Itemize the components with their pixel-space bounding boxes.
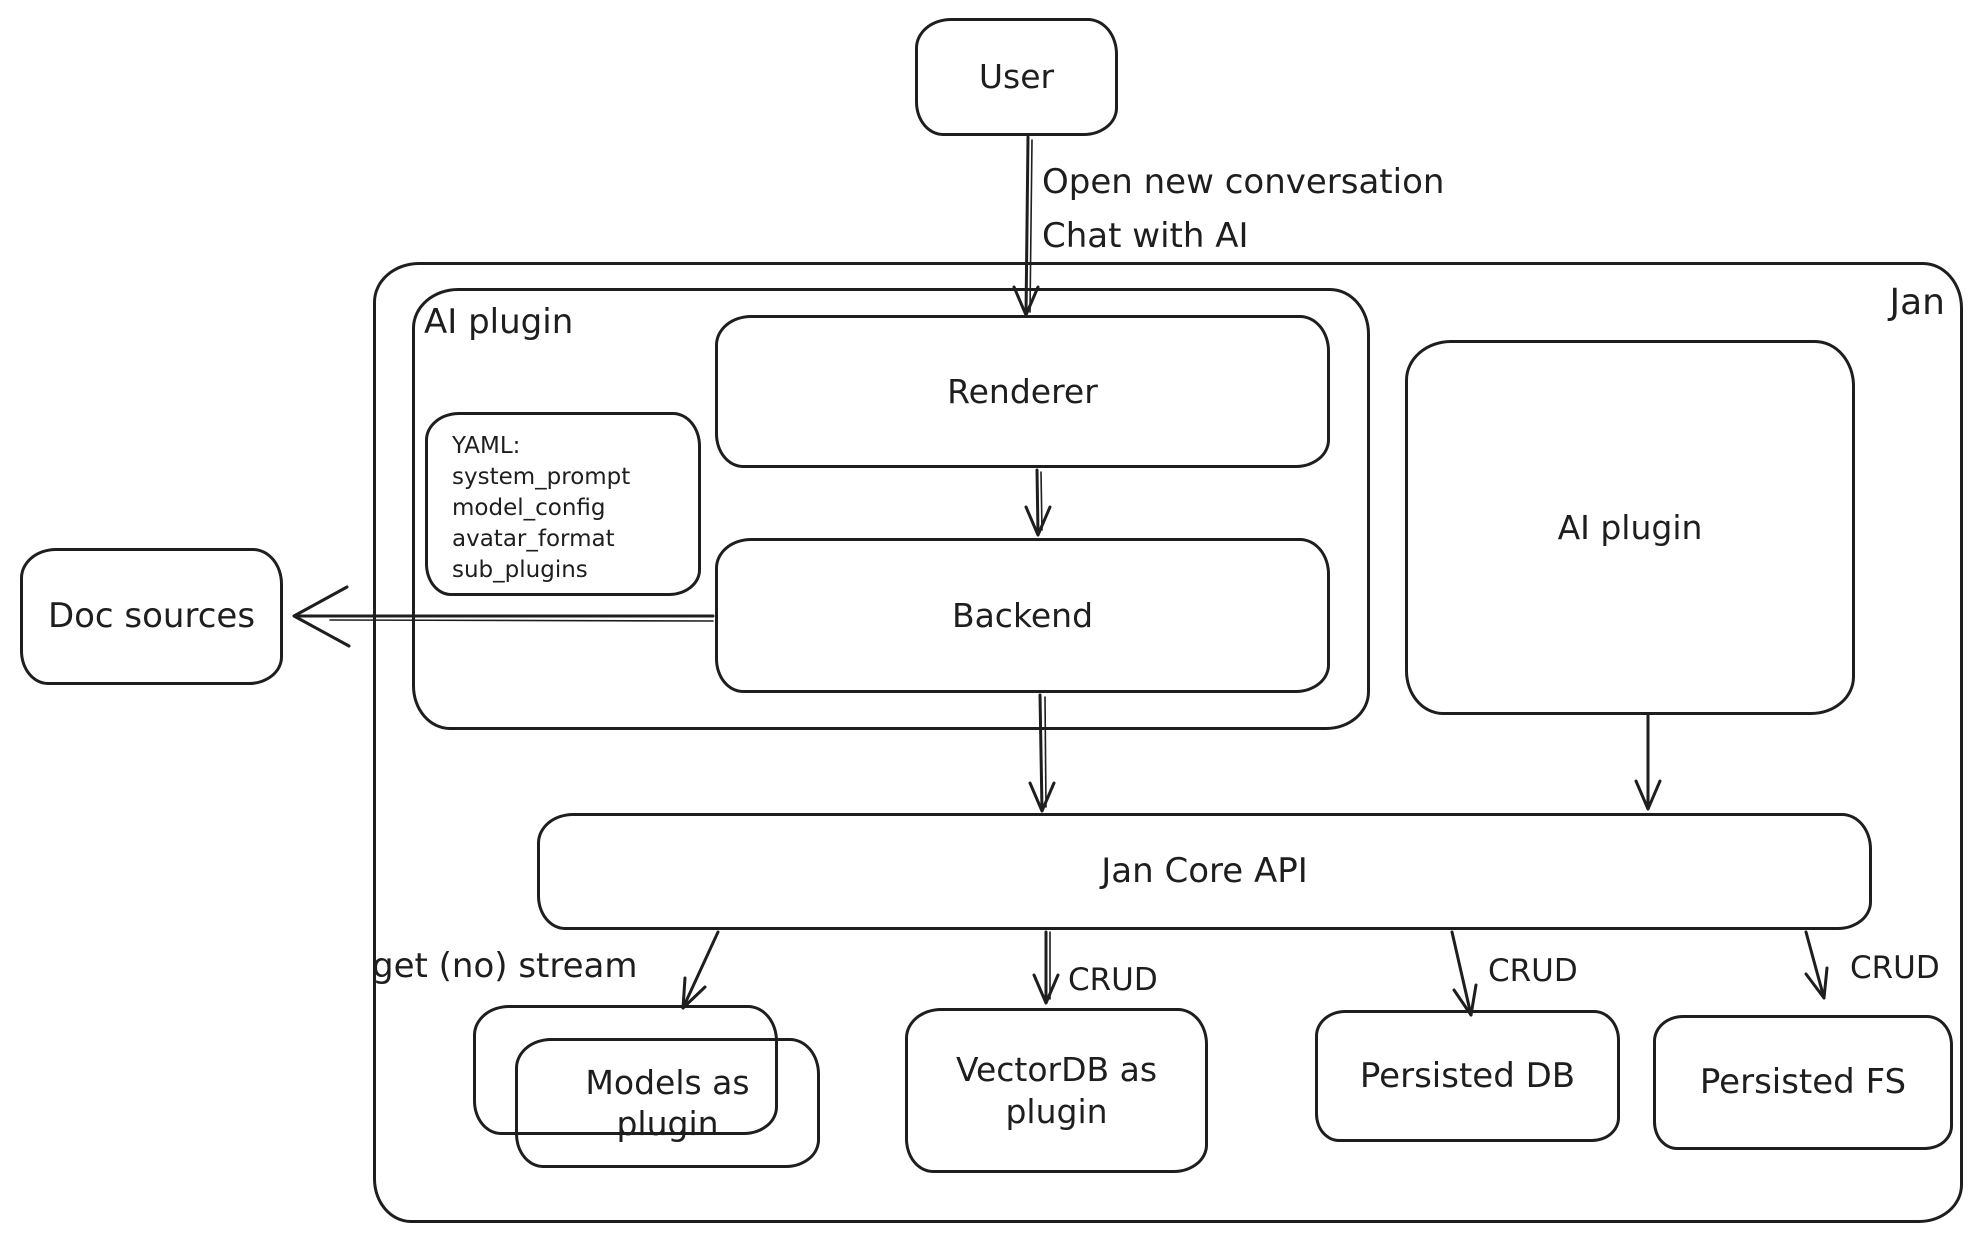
ai-plugin-container-label: AI plugin <box>424 302 574 342</box>
edge-label-chat-with-ai: Chat with AI <box>1042 216 1249 256</box>
edge-label-crud-persisted-db: CRUD <box>1488 953 1578 989</box>
node-ai-plugin-right-label: AI plugin <box>1557 507 1703 547</box>
node-vectordb-plugin-label: VectorDB as plugin <box>955 1050 1158 1131</box>
node-doc-sources: Doc sources <box>20 548 283 685</box>
jan-container-label: Jan <box>1889 282 1946 323</box>
arrowhead-backend-to-doc-sources <box>292 585 351 648</box>
edge-label-open-conversation: Open new conversation <box>1042 162 1445 202</box>
node-jan-core-api-label: Jan Core API <box>1101 851 1308 892</box>
edge-label-crud-vectordb: CRUD <box>1068 962 1158 998</box>
node-persisted-db: Persisted DB <box>1315 1010 1620 1142</box>
node-user-label: User <box>978 57 1055 97</box>
yaml-note-line: sub_plugins <box>452 557 588 583</box>
node-renderer-label: Renderer <box>947 371 1098 411</box>
yaml-note-line: YAML: <box>452 433 521 459</box>
ai-plugin-container <box>412 288 1370 730</box>
yaml-note-line: system_prompt <box>452 464 631 490</box>
node-doc-sources-label: Doc sources <box>47 596 256 637</box>
edge-label-crud-persisted-fs: CRUD <box>1850 950 1940 986</box>
node-persisted-db-label: Persisted DB <box>1359 1055 1576 1096</box>
node-persisted-fs: Persisted FS <box>1653 1015 1953 1150</box>
node-backend: Backend <box>715 538 1330 693</box>
node-backend-label: Backend <box>951 595 1094 635</box>
yaml-note-line: model_config <box>452 495 606 521</box>
node-models-plugin-label: Models as plugin <box>585 1062 750 1143</box>
yaml-note: YAML: system_prompt model_config avatar_… <box>425 412 701 596</box>
node-renderer: Renderer <box>715 315 1330 468</box>
node-user: User <box>915 18 1118 136</box>
node-ai-plugin-right: AI plugin <box>1405 340 1855 715</box>
node-jan-core-api: Jan Core API <box>537 813 1872 930</box>
node-models-plugin: Models as plugin <box>515 1038 820 1168</box>
node-persisted-fs-label: Persisted FS <box>1699 1062 1907 1103</box>
yaml-note-line: avatar_format <box>452 526 615 552</box>
jan-container <box>373 262 1963 1223</box>
edge-label-get-no-stream: get (no) stream <box>372 946 638 986</box>
node-vectordb-plugin: VectorDB as plugin <box>905 1008 1208 1173</box>
